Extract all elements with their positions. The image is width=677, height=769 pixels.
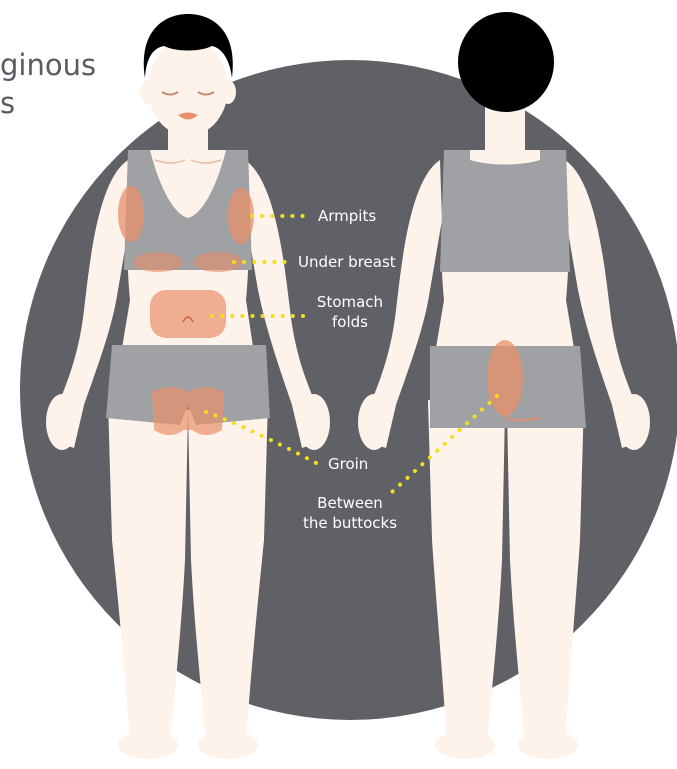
heading-line-2: s [0,84,96,122]
front-head [148,40,228,136]
under-breast-area-left [133,252,183,272]
label-under-breast: Under breast [298,252,396,272]
label-buttocks-line-1: Between [296,493,404,513]
label-armpits: Armpits [318,206,376,226]
back-top [440,150,570,272]
label-stomach-line-2: folds [315,312,385,332]
groin-area [152,387,224,435]
label-between-buttocks: Between the buttocks [296,493,404,533]
armpits-area-left [118,186,144,242]
label-groin: Groin [328,454,368,474]
stomach-folds-area [150,290,226,338]
page-heading: ginous s [0,46,96,122]
label-stomach: Stomach folds [315,292,385,332]
label-buttocks-line-2: the buttocks [296,513,404,533]
heading-line-1: ginous [0,46,96,84]
label-stomach-line-1: Stomach [315,292,385,312]
back-head [458,12,554,112]
